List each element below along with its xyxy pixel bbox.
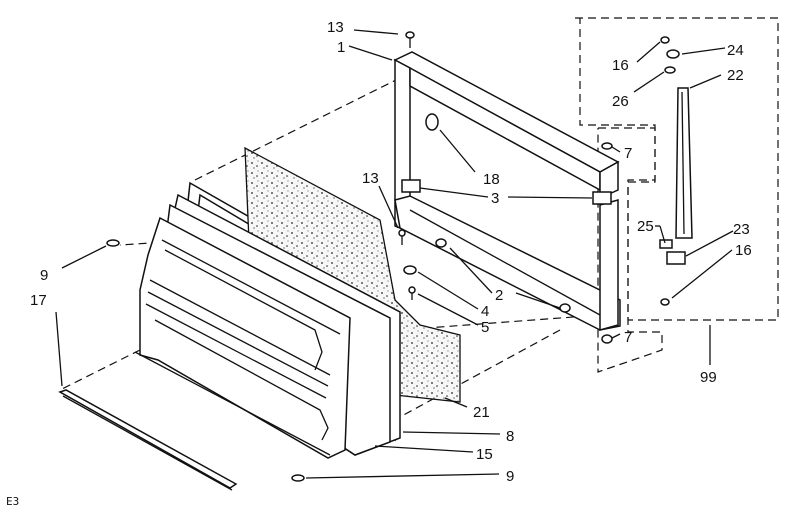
screw-16-top — [660, 36, 670, 44]
callout-17: 17 — [30, 292, 47, 309]
callout-99: 99 — [700, 369, 717, 386]
bushing-18 — [425, 113, 439, 131]
door-frame — [393, 51, 621, 331]
callout-2: 2 — [495, 287, 503, 304]
breaker-strip — [58, 389, 238, 491]
callout-13-top: 13 — [327, 19, 344, 36]
callout-labels: 13 1 18 3 13 2 4 5 7 7 21 8 15 9 9 17 16… — [6, 19, 752, 508]
bracket-4 — [403, 265, 417, 275]
callout-9-bottom: 9 — [506, 468, 514, 485]
callout-16-bottom: 16 — [735, 242, 752, 259]
stop-2-a — [435, 238, 447, 248]
callout-7-top: 7 — [624, 145, 632, 162]
cap-7-top — [601, 142, 613, 150]
corner-code: E3 — [6, 495, 19, 508]
callout-15: 15 — [476, 446, 493, 463]
callout-7-bottom: 7 — [624, 329, 632, 346]
callout-26: 26 — [612, 93, 629, 110]
hinge-bracket-3-left — [401, 179, 421, 193]
callout-9-left: 9 — [40, 267, 48, 284]
callout-25: 25 — [637, 218, 654, 235]
plug-9-left — [106, 239, 120, 247]
callout-23: 23 — [733, 221, 750, 238]
hinge-23 — [666, 251, 686, 265]
callout-21: 21 — [473, 404, 490, 421]
washer-26 — [664, 66, 676, 74]
cap-7-bottom — [601, 334, 613, 344]
stop-2-b — [559, 303, 571, 313]
callout-18: 18 — [483, 171, 500, 188]
screw-13-top — [405, 31, 415, 39]
hinge-bracket-3-right — [592, 191, 612, 205]
callout-24: 24 — [727, 42, 744, 59]
screw-5 — [408, 286, 416, 294]
closer-rod — [675, 87, 693, 239]
callout-22: 22 — [727, 67, 744, 84]
plug-9-bottom — [291, 474, 305, 482]
callout-4: 4 — [481, 303, 489, 320]
leader-lines — [55, 29, 734, 479]
hardware — [106, 31, 686, 482]
callout-16-top: 16 — [612, 57, 629, 74]
screw-16-bottom — [660, 298, 670, 306]
spacer-24 — [666, 49, 680, 59]
callout-5: 5 — [481, 319, 489, 336]
cap-kit-outline — [597, 127, 663, 373]
callout-3: 3 — [491, 190, 499, 207]
callout-8: 8 — [506, 428, 514, 445]
door-liner — [134, 216, 351, 459]
screw-13-mid — [398, 229, 406, 237]
bracket-25 — [659, 239, 673, 249]
callout-13-mid: 13 — [362, 170, 379, 187]
callout-1: 1 — [337, 39, 345, 56]
